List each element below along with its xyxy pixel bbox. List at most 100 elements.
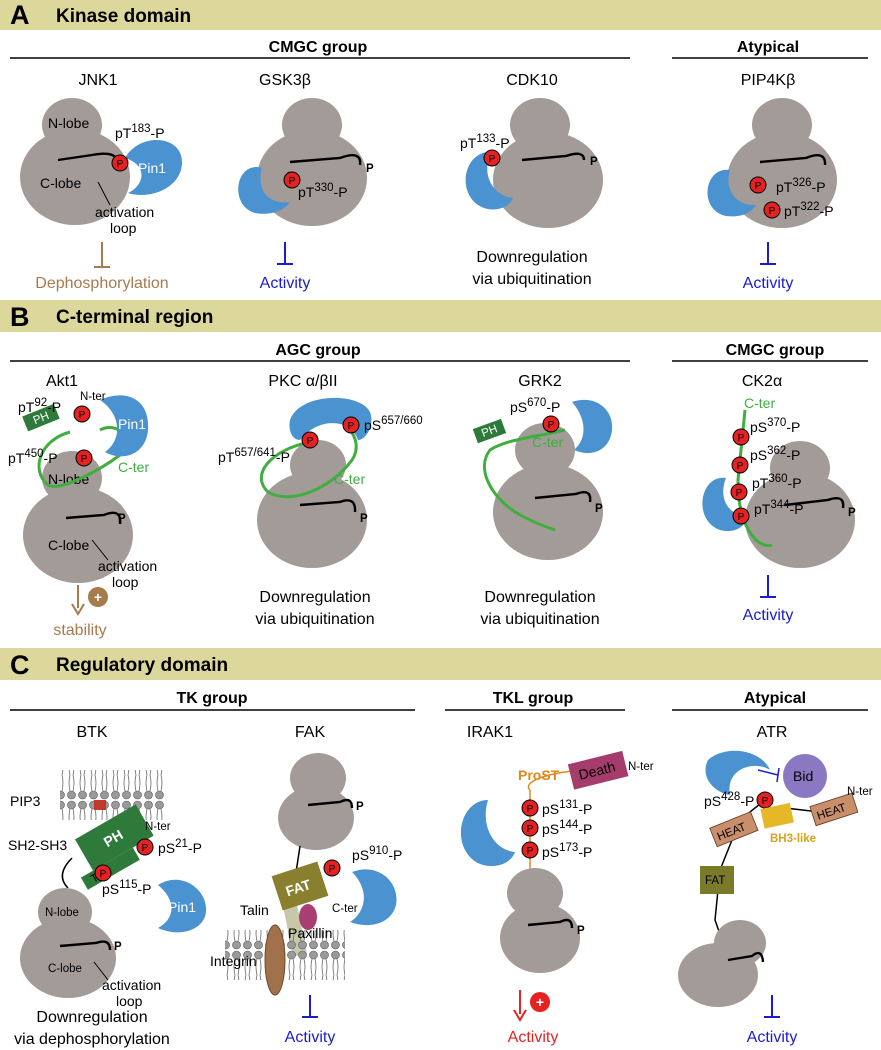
outcome-pip4kb: Activity <box>743 275 794 292</box>
phospho-p: P <box>117 159 124 170</box>
ph-domain-label: PH <box>480 423 499 440</box>
phospho-circle <box>94 864 112 882</box>
activation-loop <box>307 798 354 809</box>
c-lobe-shape <box>23 487 133 583</box>
pointer-line <box>93 961 109 981</box>
linker-line <box>61 857 73 889</box>
loop-label: loop <box>116 993 143 1009</box>
c-ter-label: C-ter <box>334 471 365 487</box>
n-lobe-label: N-lobe <box>48 471 89 487</box>
activation-loop <box>521 152 586 162</box>
phospho-circle <box>730 483 748 501</box>
phospho-p: P <box>755 181 762 192</box>
panel-a: A Kinase domain CMGC group Atypical JNK1… <box>0 0 881 292</box>
phospho-circle <box>323 859 341 877</box>
site-pkc-657-641: pT657/641-P <box>218 447 290 465</box>
activation-arrow-head <box>513 1009 527 1022</box>
pip3-label: PIP3 <box>10 793 41 809</box>
panel-a-title: Kinase domain <box>56 6 191 27</box>
ph-th-domain: PH TH <box>75 804 154 890</box>
c-lobe-shape <box>500 903 580 973</box>
n-lobe-label: N-lobe <box>45 907 79 919</box>
phospho-mark: P <box>848 507 856 519</box>
pin1-shape <box>705 750 770 795</box>
integrin-label: Integrin <box>210 953 257 969</box>
integrin-shape <box>264 924 286 996</box>
panel-b-letter: B <box>10 302 30 332</box>
loop-label: loop <box>110 220 137 236</box>
phospho-circle <box>542 415 560 433</box>
activation-loop <box>289 154 362 166</box>
kinase-name-atr: ATR <box>757 724 788 741</box>
fat-domain-label: FAT <box>705 875 725 887</box>
plus-badge <box>88 587 108 607</box>
site-akt1-92: pT92-P <box>18 397 61 415</box>
outcome-btk-line2: via dephosphorylation <box>14 1031 170 1048</box>
pin1-label: Pin1 <box>168 899 196 915</box>
site-ck2-344: pT344-P <box>754 499 804 517</box>
fat-domain-box <box>700 866 734 894</box>
pin1-shape <box>238 167 290 214</box>
phospho-circle <box>732 428 750 446</box>
group-label-tk: TK group <box>176 690 247 707</box>
membrane-pip3 <box>60 770 164 820</box>
heat-domain-box <box>809 792 859 827</box>
site-btk-115: pS115-P <box>102 879 151 897</box>
n-ter-label: N-ter <box>80 391 106 403</box>
fat-domain-label: FAT <box>284 876 314 899</box>
inhibition-bar <box>776 767 780 783</box>
ph-domain-label: PH <box>32 410 51 427</box>
phospho-circle <box>111 154 129 172</box>
talin-label: Talin <box>240 902 269 918</box>
phospho-circle <box>283 171 301 189</box>
group-label-atypical-c: Atypical <box>744 690 806 707</box>
phospho-mark: P <box>360 513 368 525</box>
phospho-p: P <box>738 512 745 523</box>
heat-domain-right: HEAT <box>809 792 859 827</box>
phospho-p: P <box>738 433 745 444</box>
phospho-circle <box>521 841 539 859</box>
diagram-ck2a: CK2α P C-ter P P P P pS370-P pS362-P pT3… <box>702 373 856 624</box>
activation-label: activation <box>95 204 154 220</box>
panel-b: B C-terminal region AGC group CMGC group… <box>0 300 881 639</box>
c-lobe-shape <box>20 918 116 998</box>
th-domain-box <box>80 847 140 890</box>
c-lobe-shape <box>678 943 758 1007</box>
c-lobe-shape <box>745 472 855 568</box>
site-atr: pS428-P <box>704 791 754 809</box>
site-ck2-362: pS362-P <box>750 445 800 463</box>
kinase-name-cdk10: CDK10 <box>506 72 558 89</box>
pin1-shape <box>460 800 515 867</box>
site-akt1-450: pT450-P <box>8 448 58 466</box>
c-lobe-shape <box>493 132 603 228</box>
n-lobe-label: N-lobe <box>48 115 89 131</box>
phospho-mark: P <box>366 163 374 175</box>
phospho-mark: P <box>577 925 585 937</box>
fat-domain: FAT <box>271 861 329 911</box>
phospho-p: P <box>736 488 743 499</box>
site-pip4kb-326: pT326-P <box>776 177 826 195</box>
c-lobe-label: C-lobe <box>48 537 89 553</box>
group-label-tkl: TKL group <box>493 690 574 707</box>
pointer-line <box>97 181 111 206</box>
site-ck2-370: pS370-P <box>750 417 800 435</box>
pin1-shape <box>158 879 207 933</box>
c-ter-tail <box>260 429 358 499</box>
outcome-irak1: Activity <box>508 1029 559 1046</box>
outcome-cdk10-line2: via ubiquitination <box>472 271 591 288</box>
site-ck2-360: pT360-P <box>752 473 802 491</box>
death-domain: Death <box>567 750 629 790</box>
phospho-p: P <box>762 796 769 807</box>
phospho-mark: P <box>590 156 598 168</box>
phospho-p: P <box>548 420 555 431</box>
phospho-circle <box>75 449 93 467</box>
panel-c-letter: C <box>10 650 30 680</box>
phospho-mark: P <box>356 801 364 813</box>
phospho-p: P <box>527 824 534 835</box>
phospho-p: P <box>81 454 88 465</box>
death-domain-box <box>567 750 629 790</box>
phospho-circle <box>521 819 539 837</box>
pin1-shape <box>289 397 372 440</box>
c-ter-label: C-ter <box>744 395 775 411</box>
phospho-p: P <box>527 846 534 857</box>
